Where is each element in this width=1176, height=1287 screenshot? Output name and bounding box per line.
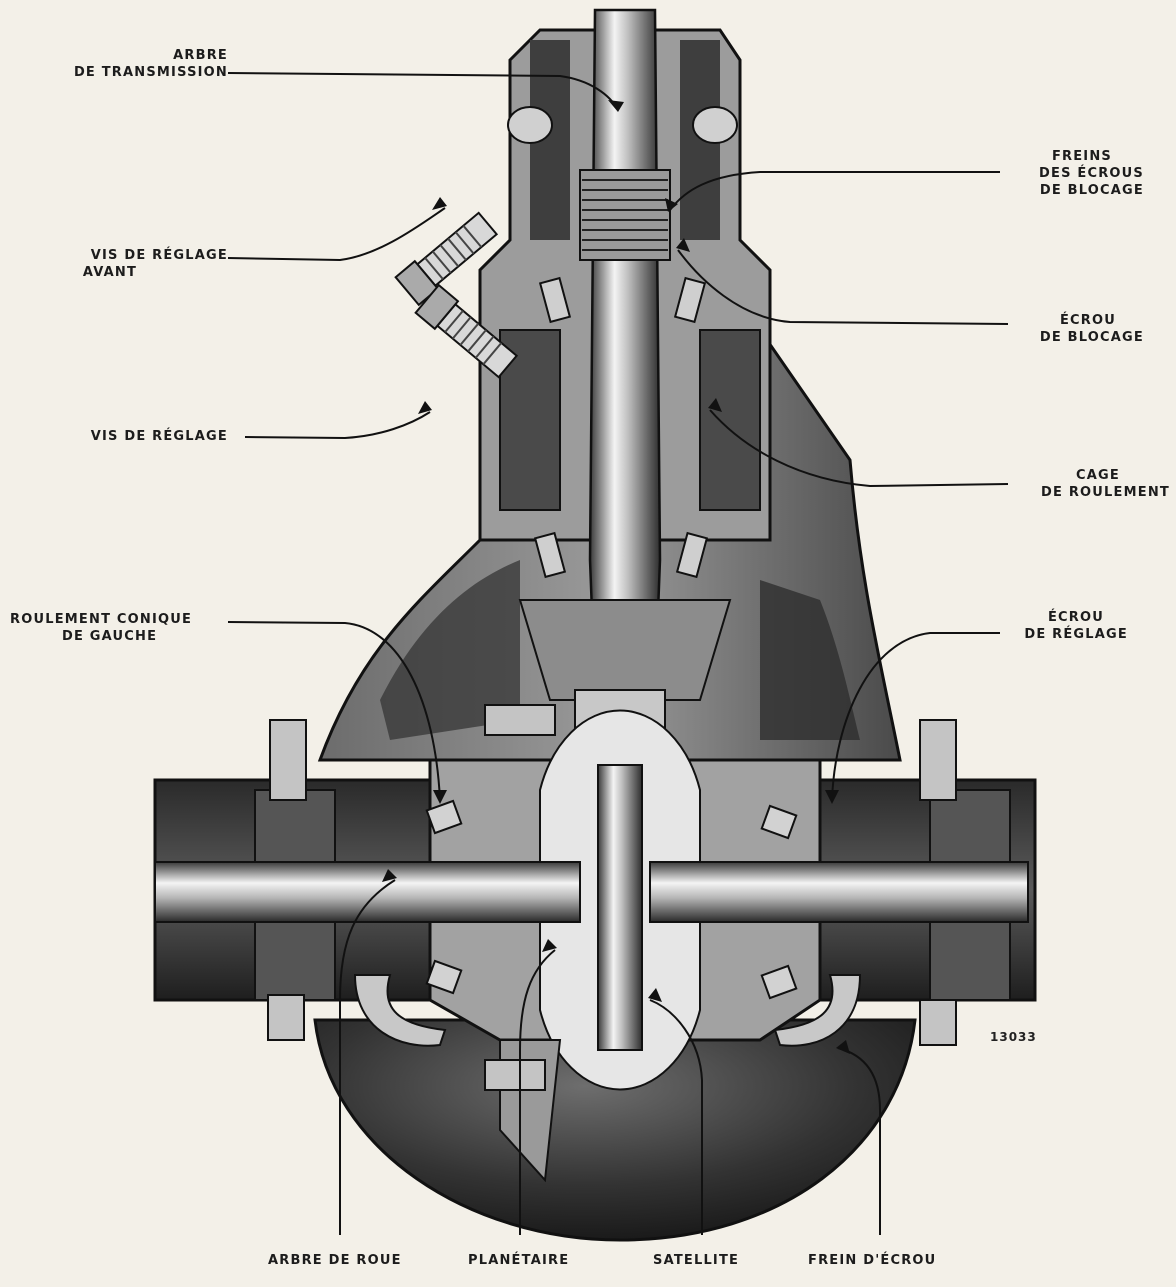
label-vis-reglage-avant: VIS DE RÉGLAGE AVANT: [30, 247, 228, 281]
label-line: ROULEMENT CONIQUE: [10, 612, 193, 627]
neck-bearings: [533, 276, 709, 579]
label-satellite: SATELLITE: [653, 1253, 740, 1268]
label-cage-roulement: CAGE DE ROULEMENT: [1010, 467, 1170, 501]
label-arbre-roue: ARBRE DE ROUE: [268, 1253, 402, 1268]
label-frein-ecrou: FREIN D'ÉCROU: [808, 1253, 937, 1268]
satellite-pin: [597, 764, 643, 1051]
label-vis-reglage: VIS DE RÉGLAGE: [30, 428, 228, 445]
housing-bowl: [313, 1018, 917, 1242]
label-arbre-transmission: ARBRE DE TRANSMISSION: [50, 47, 228, 81]
neck-clamp-bolts: [507, 106, 738, 144]
label-line: ÉCROU: [1047, 610, 1104, 625]
label-freins-ecrous: FREINS DES ÉCROUS DE BLOCAGE: [990, 148, 1144, 199]
label-line: DE GAUCHE: [62, 629, 158, 644]
leader-arrowheads: [382, 100, 850, 1054]
label-line: DE BLOCAGE: [1039, 183, 1144, 198]
label-ecrou-blocage: ÉCROU DE BLOCAGE: [1010, 312, 1144, 346]
label-line: FREINS: [1051, 149, 1112, 164]
side-bearings: [425, 799, 798, 1000]
figure-number: 13033: [990, 1030, 1037, 1044]
label-line: VIS DE RÉGLAGE: [90, 248, 228, 263]
label-line: DES ÉCROUS: [1039, 166, 1144, 181]
wheel-shaft-right: [649, 861, 1029, 923]
flange-bolts: [267, 704, 957, 1091]
adjusting-screw: [414, 283, 519, 379]
label-line: DE TRANSMISSION: [73, 65, 228, 80]
wheel-shaft-left: [154, 861, 581, 923]
label-line: DE BLOCAGE: [1039, 330, 1144, 345]
leader-lines: [227, 72, 1009, 1235]
label-line: DE RÉGLAGE: [1024, 627, 1128, 642]
pinion-gear: [518, 599, 732, 701]
adjusting-screw-front: [394, 211, 499, 307]
label-line: VIS DE RÉGLAGE: [90, 429, 228, 444]
transmission-shaft: [588, 8, 662, 692]
label-roulement-conique: ROULEMENT CONIQUE DE GAUCHE: [10, 611, 228, 645]
lock-nut-threads: [579, 169, 671, 261]
label-ecrou-reglage: ÉCROU DE RÉGLAGE: [1000, 609, 1128, 643]
label-line: DE ROULEMENT: [1041, 485, 1170, 500]
label-line: ARBRE: [173, 48, 228, 63]
label-planetaire: PLANÉTAIRE: [468, 1253, 570, 1268]
label-line: AVANT: [82, 265, 138, 280]
label-line: CAGE: [1076, 468, 1120, 483]
label-line: ÉCROU: [1059, 313, 1116, 328]
